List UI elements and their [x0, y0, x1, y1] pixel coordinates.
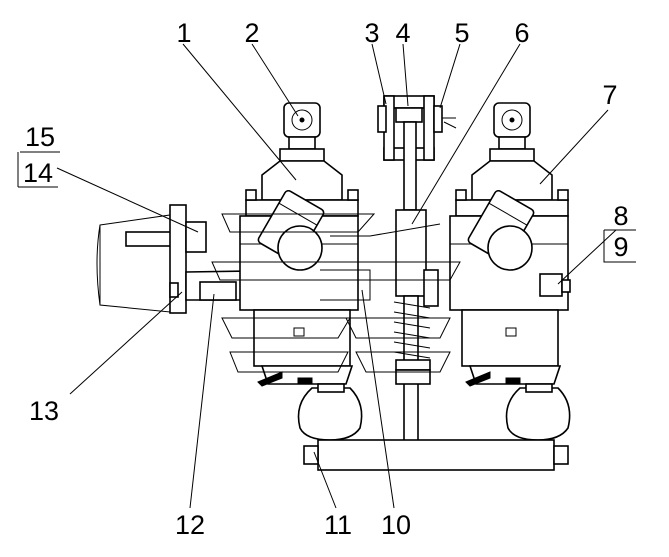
callout-5: 5: [454, 18, 469, 48]
callout-15: 15: [25, 122, 55, 152]
callout-10: 10: [381, 510, 411, 540]
callout-14: 14: [23, 158, 53, 188]
callout-4: 4: [395, 18, 410, 48]
callout-2: 2: [244, 18, 259, 48]
right-valve-unit: [449, 102, 571, 441]
callout-labels: 1 2 3 4 5 6 7 8 9 10 11 12 13 14 15: [23, 18, 629, 540]
callout-7: 7: [602, 80, 617, 110]
central-rod-assembly: [303, 95, 569, 471]
left-valve-unit: [239, 102, 363, 441]
callout-12: 12: [175, 510, 205, 540]
leader-lines: [17, 43, 636, 509]
callout-11: 11: [324, 510, 352, 540]
callout-13: 13: [29, 396, 59, 426]
flange-assembly: [96, 204, 207, 314]
callout-9: 9: [613, 232, 628, 262]
callout-1: 1: [176, 18, 191, 48]
callout-6: 6: [514, 18, 529, 48]
callout-3: 3: [364, 18, 379, 48]
hidden-outlines: [211, 213, 461, 373]
callout-8: 8: [613, 201, 628, 231]
